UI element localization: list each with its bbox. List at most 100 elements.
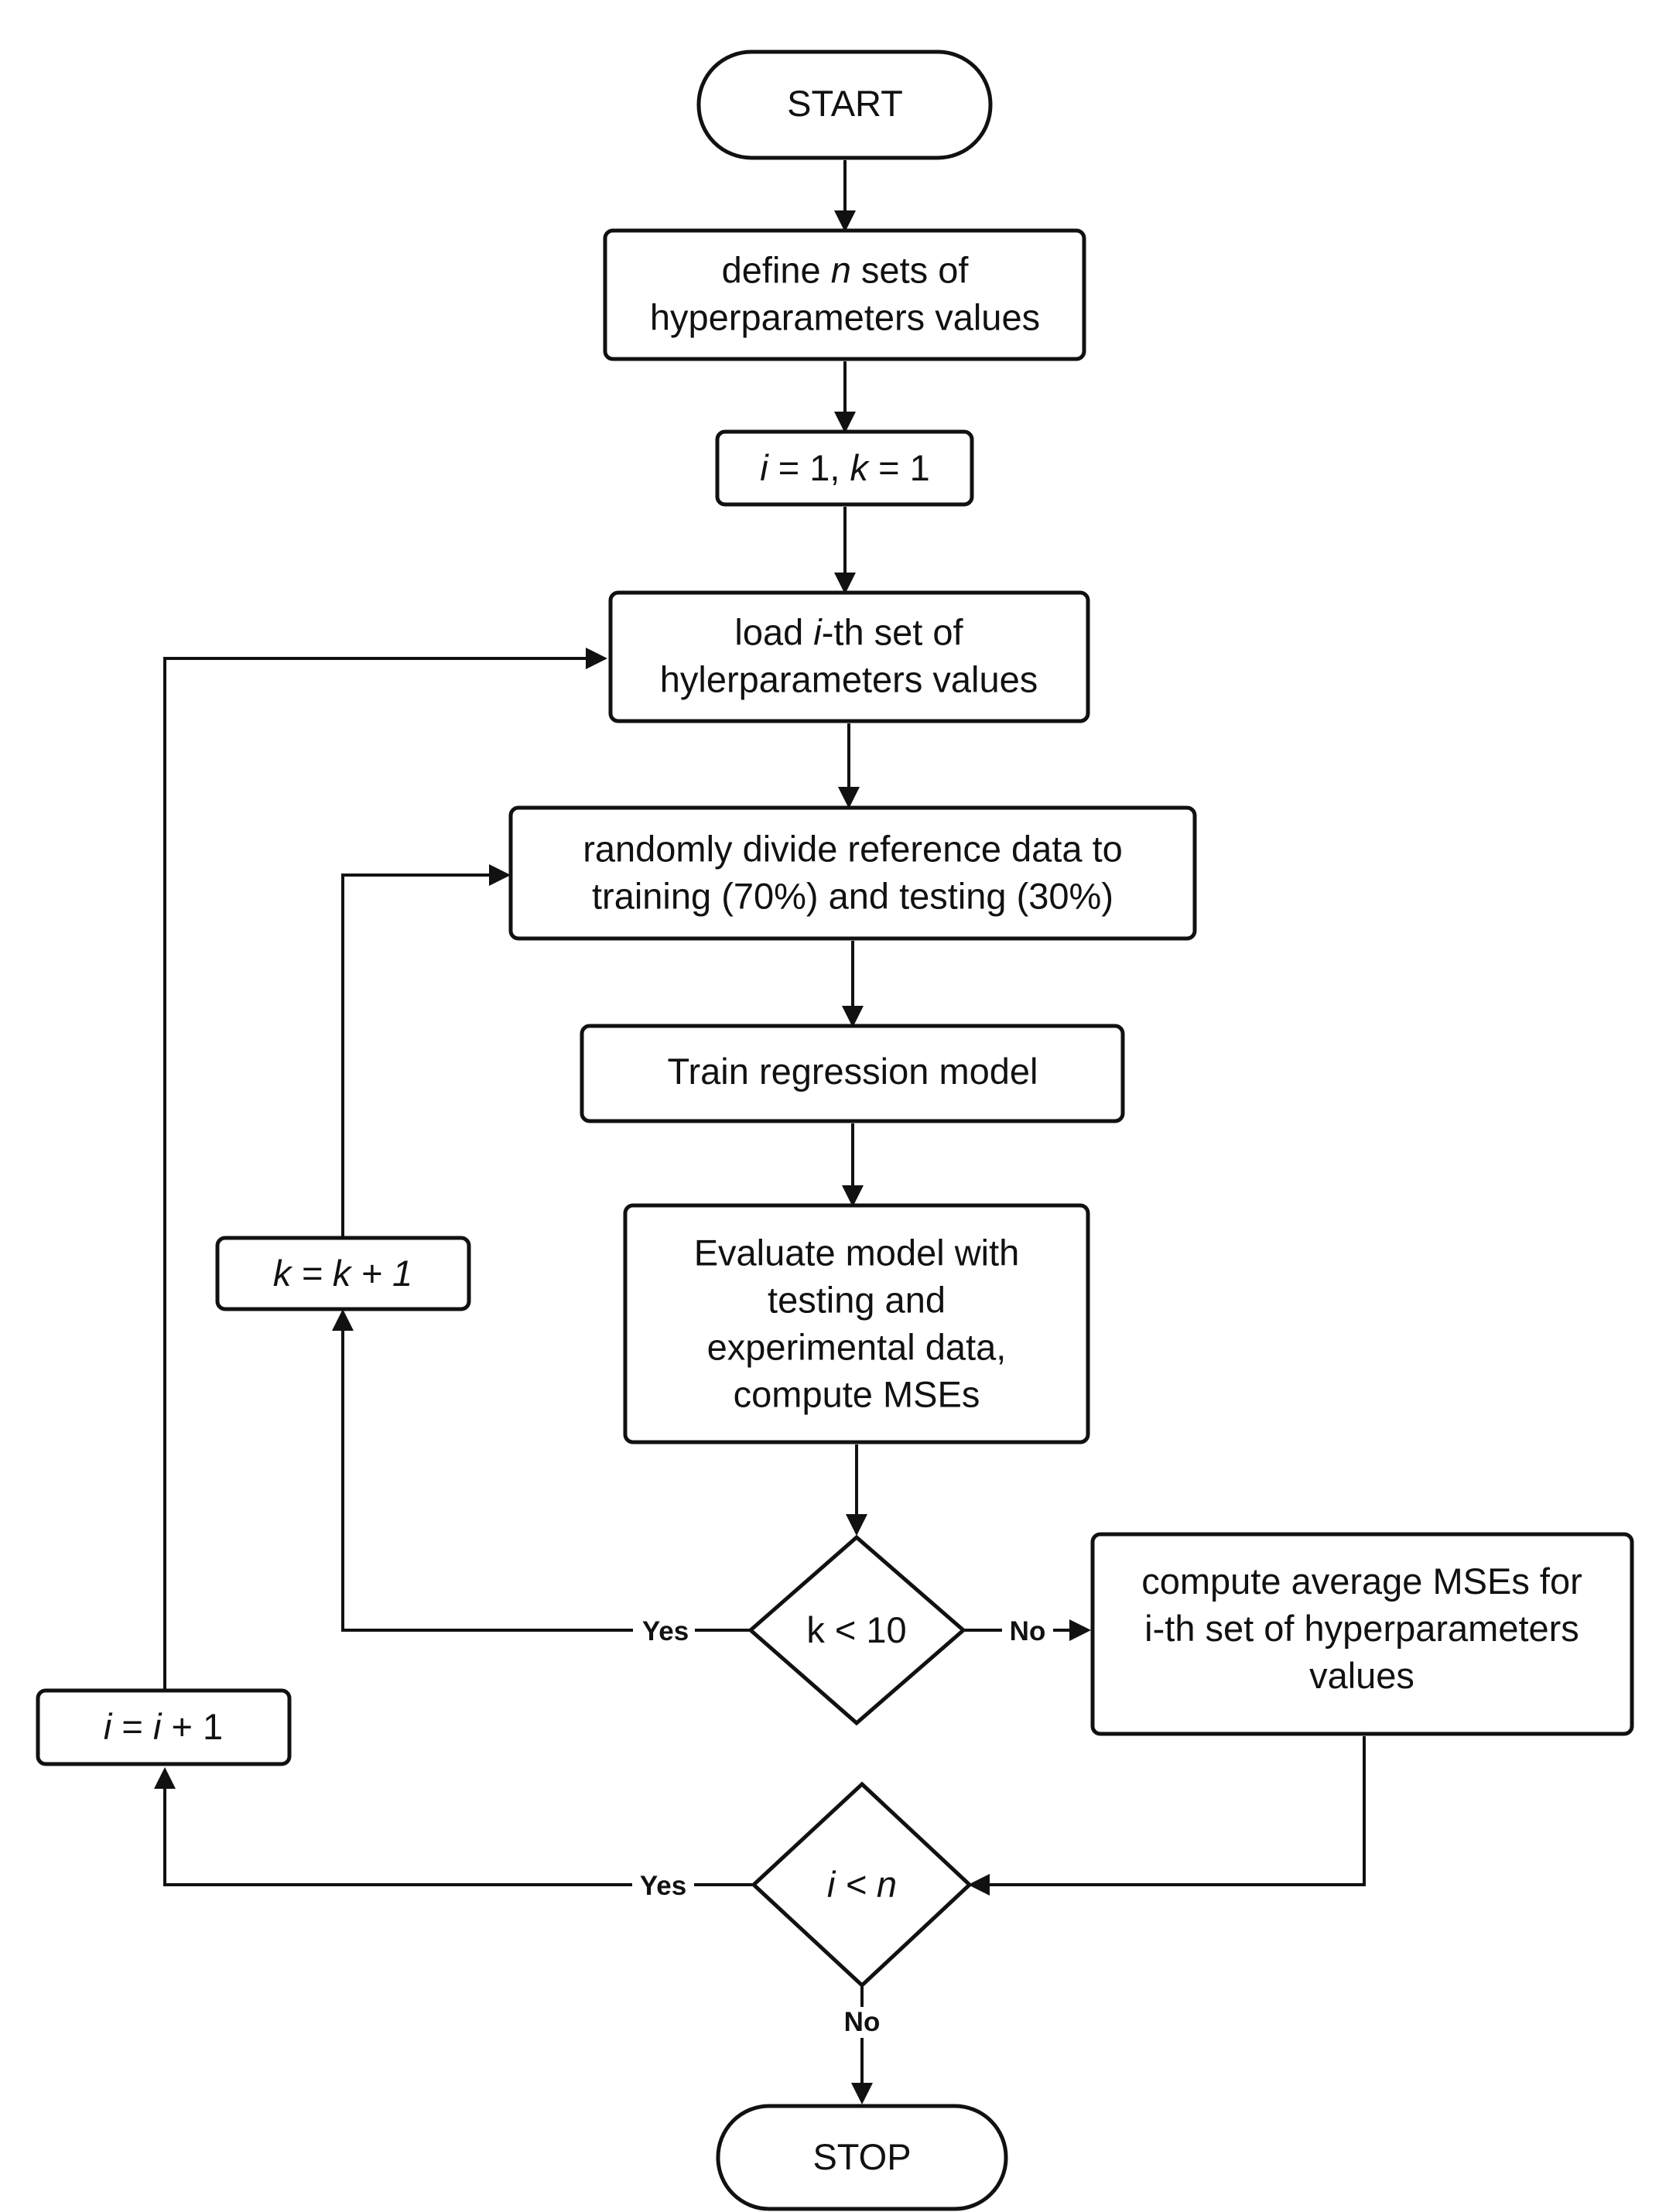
train-model-label: Train regression model — [668, 1051, 1038, 1092]
arrowhead-define — [834, 210, 856, 232]
label-run: i-th set of hyperparameters — [1144, 1608, 1579, 1649]
start-label: START — [787, 83, 903, 124]
label-run: load — [734, 612, 813, 653]
label-line: Train regression model — [668, 1051, 1038, 1092]
label-line: define n sets of — [722, 250, 970, 291]
label-run: experimental data, — [707, 1327, 1007, 1368]
label-line: i-th set of hyperparameters — [1144, 1608, 1579, 1649]
k-increment-label: k = k + 1 — [273, 1253, 412, 1294]
label-line: testing and — [768, 1280, 946, 1321]
arrowhead-i-decision — [968, 1874, 990, 1896]
label-run: = — [111, 1706, 153, 1747]
stop-terminal — [716, 2104, 1008, 2211]
label-line: k = k + 1 — [273, 1253, 412, 1294]
edge-k-yes — [341, 1313, 751, 1632]
label-run: values — [1309, 1655, 1414, 1696]
label-line: STOP — [812, 2136, 911, 2177]
label-line: k < 10 — [806, 1609, 906, 1650]
k-no-label: No — [1010, 1616, 1046, 1646]
arrowhead-init — [834, 412, 856, 433]
arrowhead-k-decision — [846, 1514, 867, 1536]
load-set-box — [608, 590, 1090, 723]
init-counters-box — [715, 429, 974, 507]
label-line: Evaluate model with — [694, 1232, 1020, 1274]
arrowhead-train — [842, 1006, 864, 1027]
define-sets-box — [603, 228, 1086, 361]
label-line: hyperparameters values — [650, 297, 1040, 338]
average-mse-label: compute average MSEs for i-th set of hype… — [1141, 1561, 1582, 1696]
label-run: hyperparameters values — [650, 297, 1040, 338]
start-terminal — [696, 50, 993, 160]
label-run: i — [760, 447, 769, 488]
i-decision-label: i < n — [827, 1864, 897, 1905]
label-line: values — [1309, 1655, 1414, 1696]
label-run: Evaluate model with — [694, 1232, 1020, 1274]
edge-average-to-i-decision — [972, 1736, 1366, 1886]
label-run: + 1 — [161, 1706, 223, 1747]
label-run: k < 10 — [806, 1609, 906, 1650]
label-run: -th set of — [822, 612, 964, 653]
k-yes-label: Yes — [642, 1616, 689, 1646]
arrowhead-load-left — [586, 648, 607, 669]
stop-label: STOP — [812, 2136, 911, 2177]
label-run: i — [104, 1706, 113, 1747]
label-run: hylerparameters values — [660, 659, 1038, 700]
label-run: k — [850, 447, 871, 488]
arrowhead-load — [834, 573, 856, 594]
label-run: compute MSEs — [734, 1374, 980, 1415]
label-run: i — [813, 612, 823, 653]
arrowhead-divide-left — [489, 864, 511, 886]
label-line: experimental data, — [707, 1327, 1007, 1368]
label-line: load i-th set of — [734, 612, 963, 653]
i-increment-box — [36, 1688, 292, 1766]
label-line: hylerparameters values — [660, 659, 1038, 700]
label-run: STOP — [812, 2136, 911, 2177]
edges — [154, 160, 1366, 2104]
arrowhead-divide — [838, 787, 860, 809]
label-line: compute MSEs — [734, 1374, 980, 1415]
evaluate-model-box — [623, 1203, 1090, 1444]
label-line: i = 1, k = 1 — [760, 447, 929, 488]
init-counters-label: i = 1, k = 1 — [760, 447, 929, 488]
arrowhead-evaluate — [842, 1185, 864, 1207]
load-set-label: load i-th set of hylerparameters values — [660, 612, 1038, 700]
label-run: k = k + 1 — [273, 1253, 412, 1294]
i-increment-label: i = i + 1 — [104, 1706, 223, 1747]
edge-i-increment-to-load — [163, 657, 604, 1689]
label-line: i = i + 1 — [104, 1706, 223, 1747]
label-line: i < n — [827, 1864, 897, 1905]
label-run: = 1, — [768, 447, 850, 488]
label-line: compute average MSEs for — [1141, 1561, 1582, 1602]
label-run: i < n — [827, 1864, 897, 1905]
label-run: sets of — [851, 250, 969, 291]
i-decision-diamond — [751, 1781, 973, 1988]
average-mse-box — [1090, 1532, 1634, 1736]
arrowhead-i-increment — [154, 1767, 176, 1789]
label-run: training (70%) and testing (30%) — [592, 876, 1113, 917]
label-run: START — [787, 83, 903, 124]
label-run: n — [831, 250, 851, 291]
divide-data-label: randomly divide reference data to trainin… — [583, 829, 1123, 917]
define-sets-label: define n sets of hyperparameters values — [650, 250, 1040, 338]
edge-k-increment-to-divide — [341, 874, 507, 1238]
label-run: testing and — [768, 1280, 946, 1321]
k-decision-label: k < 10 — [806, 1609, 906, 1650]
nodes: START define n sets of hyperparameters va… — [36, 50, 1634, 2211]
label-line: START — [787, 83, 903, 124]
evaluate-model-label: Evaluate model with testing and experiment… — [694, 1232, 1020, 1415]
i-no-label: No — [844, 2007, 881, 2037]
train-model-box — [580, 1024, 1125, 1123]
i-yes-label: Yes — [640, 1871, 686, 1901]
label-run: compute average MSEs for — [1141, 1561, 1582, 1602]
edge-i-yes — [163, 1772, 752, 1886]
label-line: randomly divide reference data to — [583, 829, 1123, 870]
label-run: = 1 — [868, 447, 930, 488]
label-run: define — [722, 250, 831, 291]
arrowhead-average — [1069, 1619, 1091, 1641]
k-decision-diamond — [747, 1534, 966, 1726]
label-line: training (70%) and testing (30%) — [592, 876, 1113, 917]
edge-labels: Yes No Yes No — [632, 1615, 1053, 2038]
arrowhead-stop — [851, 2083, 873, 2104]
divide-data-box — [508, 805, 1197, 941]
